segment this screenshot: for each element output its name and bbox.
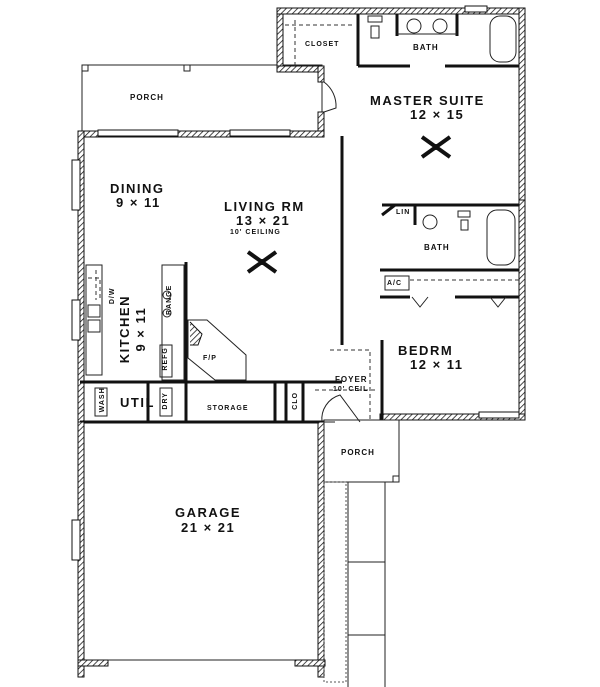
living-room-size: 13 × 21 — [236, 213, 291, 228]
refrigerator-label: REFG — [162, 347, 170, 371]
master-bath-area — [285, 14, 519, 68]
rear-porch-outline — [81, 64, 323, 134]
dishwasher-label: D/W — [109, 287, 117, 305]
rear-porch-label: PORCH — [130, 93, 164, 102]
foyer-label: FOYER — [335, 375, 368, 384]
storage-label: STORAGE — [207, 405, 249, 412]
foyer-area — [315, 349, 375, 423]
living-room-label: LIVING RM — [224, 199, 305, 214]
garage-size: 21 × 21 — [181, 520, 236, 535]
linen-label: LIN — [396, 209, 411, 216]
garage-label: GARAGE — [175, 505, 242, 520]
ceiling-fan-icon — [246, 250, 278, 274]
master-suite-size: 12 × 15 — [410, 107, 465, 122]
bedroom-wing-walls — [340, 136, 526, 421]
master-bath-label: BATH — [413, 43, 439, 52]
ac-label: A/C — [387, 280, 403, 287]
living-room-ceiling-note: 10' CEILING — [230, 229, 281, 236]
front-porch-label: PORCH — [341, 448, 375, 457]
ceiling-fan-icon — [420, 135, 452, 159]
dining-size: 9 × 11 — [116, 195, 161, 210]
kitchen-fixtures — [85, 262, 188, 422]
front-porch-walkway — [323, 419, 400, 687]
foyer-ceiling-note: 10' CEIL — [333, 386, 369, 393]
closet-label: CLOSET — [305, 41, 340, 48]
dining-label: DINING — [110, 181, 165, 196]
dryer-label: DRY — [162, 392, 170, 410]
fireplace-label: F/P — [203, 355, 217, 362]
washer-label: WASH — [99, 387, 107, 413]
bedroom-size: 12 × 11 — [410, 357, 464, 372]
bath2-label: BATH — [424, 243, 450, 252]
master-suite-label: MASTER SUITE — [370, 93, 485, 108]
utility-storage-walls — [80, 380, 342, 424]
bedroom-label: BEDRM — [398, 343, 454, 358]
kitchen-label: KITCHEN — [116, 295, 132, 364]
clo-label: CLO — [292, 391, 300, 410]
kitchen-size: 9 × 11 — [132, 306, 148, 352]
fireplace — [187, 319, 247, 381]
garage-walls — [71, 421, 326, 678]
master-suite-walls — [276, 5, 526, 209]
range-label: RANGE — [166, 284, 174, 315]
utility-label: UTIL — [120, 395, 155, 410]
